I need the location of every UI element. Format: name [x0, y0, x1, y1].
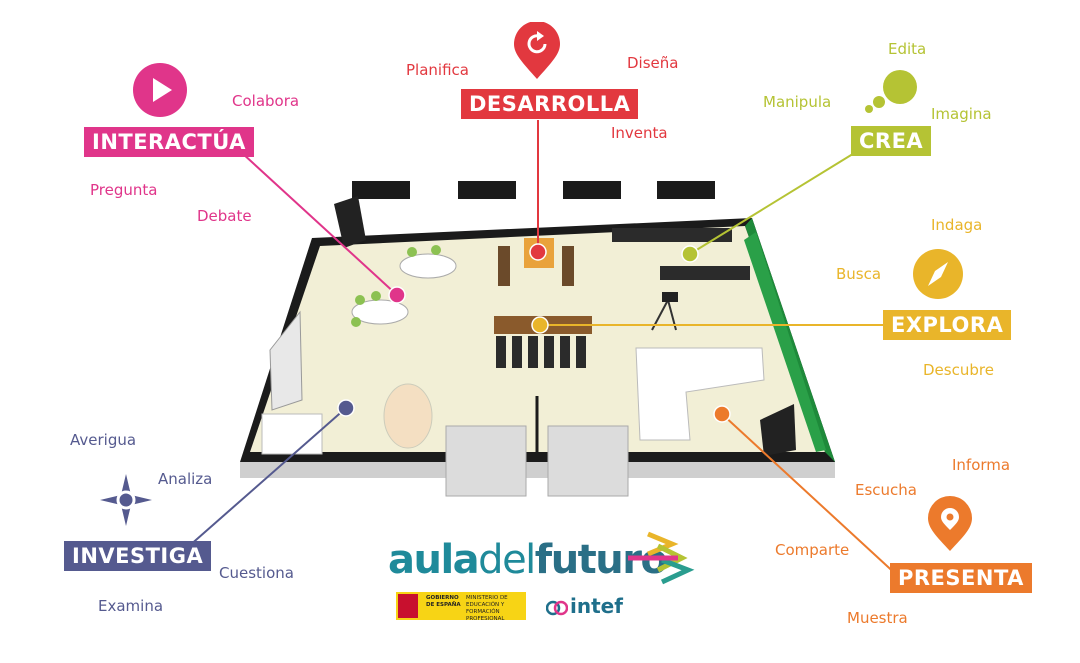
verb-busca: Busca [836, 265, 882, 283]
compass-rose-icon [100, 474, 152, 526]
verb-cuestiona: Cuestiona [219, 564, 294, 582]
round-table [399, 253, 457, 279]
play-icon [133, 63, 187, 117]
zone-label-crea: CREA [851, 126, 932, 156]
anchor-dot-crea [681, 245, 699, 263]
anchor-dot-desarrolla [529, 243, 547, 261]
intef-logo: intef [546, 594, 623, 620]
door [547, 425, 629, 497]
gov-line-2: MINISTERIO DE EDUCACIÓN Y FORMACIÓN PROF… [466, 595, 508, 622]
verb-planifica: Planifica [406, 61, 469, 79]
workbench [562, 246, 574, 286]
wall-screen [334, 196, 366, 248]
logo-word-del: del [478, 537, 536, 583]
front-wall [240, 462, 835, 478]
desk-row [612, 228, 732, 242]
window [458, 181, 516, 199]
window [352, 181, 410, 199]
arrows-icon [628, 531, 695, 585]
coat-of-arms-icon [398, 594, 418, 618]
zone-label-explora: EXPLORA [883, 310, 1012, 340]
bookshelf [269, 310, 303, 411]
zone-label-interactua: INTERACTÚA [84, 127, 254, 157]
logo-word-aula: aula [388, 537, 480, 583]
anchor-dot-explora [531, 316, 549, 334]
verb-informa: Informa [952, 456, 1011, 474]
door [445, 425, 527, 497]
leader-presenta [721, 413, 901, 579]
camera [662, 292, 678, 302]
intef-text: intef [570, 594, 623, 618]
verb-disena: Diseña [627, 54, 679, 72]
gov-line-1: GOBIERNO DE ESPAÑA [426, 595, 461, 608]
leader-crea [689, 151, 857, 255]
verb-imagina: Imagina [931, 105, 992, 123]
round-table [351, 299, 409, 325]
anchor-dot-interactua [388, 286, 406, 304]
verb-averigua: Averigua [70, 431, 137, 449]
verb-analiza: Analiza [158, 470, 213, 488]
window [657, 181, 715, 199]
presentation-stage [635, 347, 765, 441]
refresh-pin-icon [514, 22, 560, 79]
verb-colabora: Colabora [232, 92, 300, 110]
presentation-screen [760, 404, 796, 456]
verb-pregunta: Pregunta [90, 181, 158, 199]
verb-debate: Debate [197, 207, 252, 225]
verb-examina: Examina [98, 597, 164, 615]
intef-rings-icon [546, 600, 568, 616]
window [563, 181, 621, 199]
gobierno-espana-badge: GOBIERNO DE ESPAÑA MINISTERIO DE EDUCACI… [396, 592, 526, 622]
anchor-dot-investiga [337, 399, 355, 417]
verb-indaga: Indaga [931, 216, 983, 234]
zone-label-investiga: INVESTIGA [64, 541, 212, 571]
zone-label-presenta: PRESENTA [890, 563, 1032, 593]
anchor-dot-presenta [713, 405, 731, 423]
side-desk [261, 413, 323, 455]
verb-descubre: Descubre [923, 361, 994, 379]
research-table [383, 383, 433, 449]
verb-inventa: Inventa [611, 124, 668, 142]
green-wall-inner [744, 232, 826, 452]
leader-interactua [229, 141, 398, 296]
verb-edita: Edita [888, 40, 927, 58]
verb-escucha: Escucha [855, 481, 917, 499]
verb-comparte: Comparte [775, 541, 850, 559]
zone-label-desarrolla: DESARROLLA [461, 89, 639, 119]
leader-investiga [179, 407, 347, 555]
verb-manipula: Manipula [763, 93, 832, 111]
workbench [498, 246, 510, 286]
desk-row [660, 266, 750, 280]
thought-bubble-icon [865, 70, 917, 113]
compass-icon [913, 249, 963, 299]
aula-del-futuro-logo: auladelfuturo GOBIERNO DE ESPAÑA MINISTE… [388, 528, 708, 628]
verb-muestra: Muestra [847, 609, 908, 627]
location-pin-icon [928, 496, 972, 551]
